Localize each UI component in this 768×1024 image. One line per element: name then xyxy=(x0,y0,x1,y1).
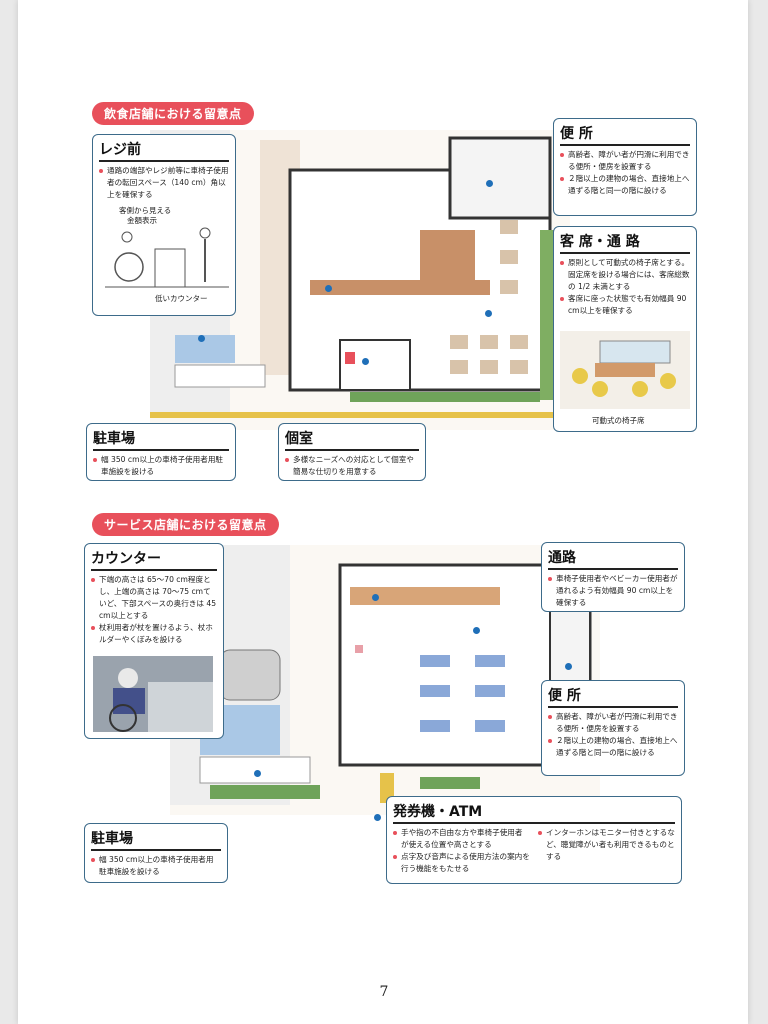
counter-item: 杖利用者が杖を置けるよう、杖ホルダーやくぼみを設ける xyxy=(91,622,217,646)
seats-item: 客席に座った状態でも有効幅員 90 cm以上を確保する xyxy=(560,293,690,317)
aisle-note-box: 通路 車椅子使用者やベビーカー使用者が通れるよう有効幅員 90 cm以上を確保す… xyxy=(541,542,685,612)
service-parking-note-box: 駐車場 幅 350 cm以上の車椅子使用者用駐車施設を設ける xyxy=(84,823,228,883)
seats-caption: 可動式の椅子席 xyxy=(592,416,645,425)
private-room-title: 個室 xyxy=(285,428,419,451)
parking-item: 幅 350 cm以上の車椅子使用者用駐車施設を設ける xyxy=(93,454,229,478)
register-illustration: 客側から見える 金額表示 低いカウンター xyxy=(99,205,229,305)
private-room-note-box: 個室 多様なニーズへの対応として個室や簡易な仕切りを用意する xyxy=(278,423,426,481)
atm-item: 手や指の不自由な方や車椅子使用者が使える位置や高さとする xyxy=(393,827,530,851)
parking-note-box: 駐車場 幅 350 cm以上の車椅子使用者用駐車施設を設ける xyxy=(86,423,236,481)
service-parking-title: 駐車場 xyxy=(91,828,221,851)
aisle-title: 通路 xyxy=(548,547,678,570)
seats-marker-dot xyxy=(485,310,492,317)
counter-note-box: カウンター 下端の高さは 65〜70 cm程度とし、上端の高さは 70〜75 c… xyxy=(84,543,224,739)
register-title: レジ前 xyxy=(99,139,229,162)
atm-title: 発券機・ATM xyxy=(393,801,675,824)
service-toilet-marker-dot xyxy=(565,663,572,670)
counter-marker-dot xyxy=(372,594,379,601)
atm-note-box: 発券機・ATM 手や指の不自由な方や車椅子使用者が使える位置や高さとする 点字及… xyxy=(386,796,682,884)
movable-chairs-illustration xyxy=(560,331,690,409)
parking-marker-dot xyxy=(198,335,205,342)
service-parking-marker-dot xyxy=(254,770,261,777)
private-room-item: 多様なニーズへの対応として個室や簡易な仕切りを用意する xyxy=(285,454,419,478)
service-toilet-item: ２階以上の建物の場合、直接地上へ通ずる階と同一の階に設ける xyxy=(548,735,678,759)
atm-item: 点字及び音声による使用方法の案内を行う機能をもたせる xyxy=(393,851,530,875)
restaurant-floor-plan xyxy=(150,130,570,430)
register-item: 通路の端部やレジ前等に車椅子使用者の転回スペース（140 cm）角以上を確保する xyxy=(99,165,229,201)
section-title-service: サービス店舗における留意点 xyxy=(92,513,279,536)
private-room-marker-dot xyxy=(362,358,369,365)
counter-photo xyxy=(93,656,213,732)
seats-title: 客 席・通 路 xyxy=(560,231,690,254)
register-fig-label-low-counter: 低いカウンター xyxy=(155,294,208,303)
section-title-restaurant: 飲食店舗における留意点 xyxy=(92,102,254,125)
service-parking-item: 幅 350 cm以上の車椅子使用者用駐車施設を設ける xyxy=(91,854,221,878)
aisle-marker-dot xyxy=(473,627,480,634)
register-fig-label-display: 金額表示 xyxy=(127,216,157,225)
counter-item: 下端の高さは 65〜70 cm程度とし、上端の高さは 70〜75 cmていど、下… xyxy=(91,574,217,622)
atm-item: インターホンはモニター付きとするなど、聴覚障がい者も利用できるものとする xyxy=(538,827,675,863)
parking-title: 駐車場 xyxy=(93,428,229,451)
seats-item: 原則として可動式の椅子席とする。固定席を設ける場合には、客席総数の 1/2 未満… xyxy=(560,257,690,293)
register-marker-dot xyxy=(325,285,332,292)
seats-note-box: 客 席・通 路 原則として可動式の椅子席とする。固定席を設ける場合には、客席総数… xyxy=(553,226,697,432)
service-toilet-title: 便 所 xyxy=(548,685,678,708)
service-toilet-item: 高齢者、障がい者が円滑に利用できる便所・便房を設置する xyxy=(548,711,678,735)
page-number: 7 xyxy=(379,984,389,1000)
toilet-marker-dot xyxy=(486,180,493,187)
wheelchair-counter-drawing xyxy=(105,227,229,288)
toilet-item: ２階以上の建物の場合、直接地上へ通ずる階と同一の階に設ける xyxy=(560,173,690,197)
counter-title: カウンター xyxy=(91,548,217,571)
toilet-note-box: 便 所 高齢者、障がい者が円滑に利用できる便所・便房を設置する ２階以上の建物の… xyxy=(553,118,697,216)
toilet-title: 便 所 xyxy=(560,123,690,146)
toilet-item: 高齢者、障がい者が円滑に利用できる便所・便房を設置する xyxy=(560,149,690,173)
service-floor-plan xyxy=(170,545,600,815)
service-toilet-note-box: 便 所 高齢者、障がい者が円滑に利用できる便所・便房を設置する ２階以上の建物の… xyxy=(541,680,685,776)
aisle-item: 車椅子使用者やベビーカー使用者が通れるよう有効幅員 90 cm以上を確保する xyxy=(548,573,678,609)
register-fig-label-price: 客側から見える xyxy=(119,206,172,215)
register-note-box: レジ前 通路の端部やレジ前等に車椅子使用者の転回スペース（140 cm）角以上を… xyxy=(92,134,236,316)
atm-marker-dot xyxy=(374,814,381,821)
